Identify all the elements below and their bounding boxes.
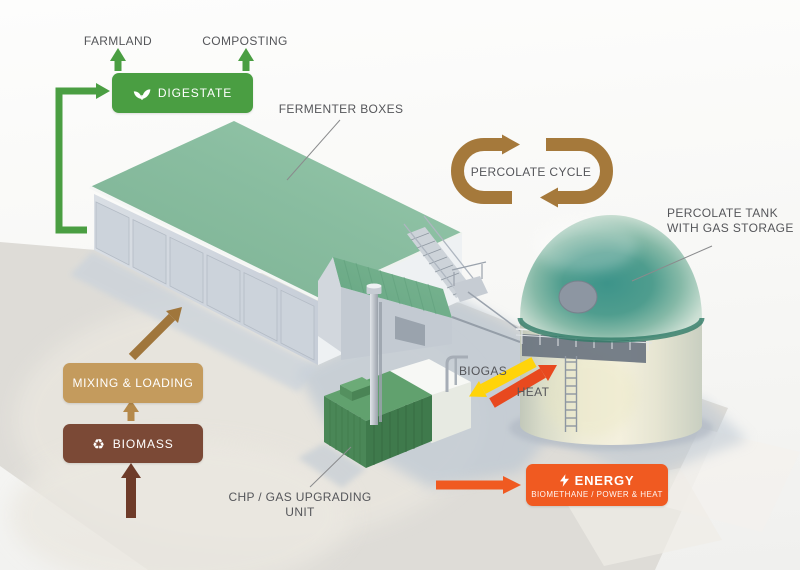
handrail-pipe: [445, 355, 468, 392]
percolate-tank-label-line1: PERCOLATE TANK: [667, 206, 778, 220]
farmland-label: FARMLAND: [83, 34, 153, 48]
building-roof: [90, 121, 462, 299]
chp-pointer-line: [309, 446, 352, 488]
fermenter-boxes-label: FERMENTER BOXES: [278, 102, 404, 116]
energy-node: ENERGY BIOMETHANE / POWER & HEAT: [526, 464, 668, 506]
biomass-label: BIOMASS: [112, 436, 174, 451]
fermenter-pointer-line: [286, 119, 341, 181]
composting-arrow: [238, 48, 254, 71]
feedstock-arrow-to-building: [128, 307, 182, 361]
heat-arrow: [489, 365, 557, 408]
fermenter-building: [89, 121, 523, 365]
recycle-icon: ♻: [92, 435, 106, 452]
energy-arrow: [436, 476, 521, 494]
chp-unit-label-line1: CHP / GAS UPGRADING: [228, 490, 372, 504]
chp-unit-label-line2: UNIT: [285, 505, 315, 519]
farmland-arrow: [110, 48, 126, 71]
percolate-cycle-label: PERCOLATE CYCLE: [470, 165, 592, 179]
energy-sublabel: BIOMETHANE / POWER & HEAT: [531, 490, 663, 499]
chimney-stack: [366, 283, 382, 425]
heat-label: HEAT: [516, 385, 550, 399]
mixing-loading-label: MIXING & LOADING: [72, 376, 194, 390]
annex: [318, 257, 452, 360]
biogas-arrow: [469, 357, 537, 397]
percolate-tank-label-line2: WITH GAS STORAGE: [667, 221, 794, 235]
biomass-input-arrow: [121, 463, 141, 518]
seedling-icon: [133, 86, 151, 100]
garage-doors: [95, 201, 315, 361]
percolate-cycle-arrows: [451, 134, 613, 208]
biogas-label: BIOGAS: [458, 364, 508, 378]
energy-label: ENERGY: [574, 473, 635, 488]
digestate-return-arrow: [55, 83, 110, 234]
tank-ladder: [564, 356, 578, 432]
percolate-tank-label: PERCOLATE TANK WITH GAS STORAGE: [667, 206, 794, 236]
biomass-to-mixing-arrow: [123, 400, 139, 421]
digestate-label: DIGESTATE: [157, 86, 233, 100]
tank-pointer-line: [631, 245, 713, 282]
digestate-node: DIGESTATE: [112, 73, 253, 113]
percolate-tank: [515, 215, 705, 445]
composting-label: COMPOSTING: [202, 34, 288, 48]
staircase: [403, 215, 523, 343]
chp-unit-label: CHP / GAS UPGRADING UNIT: [228, 490, 371, 520]
mixing-loading-node: MIXING & LOADING: [63, 363, 203, 403]
bolt-icon: [559, 474, 569, 487]
dome-hatch: [558, 280, 598, 314]
biomass-node: ♻ BIOMASS: [63, 424, 203, 463]
flow-arrows: [55, 48, 713, 518]
chp-unit: [324, 283, 471, 468]
